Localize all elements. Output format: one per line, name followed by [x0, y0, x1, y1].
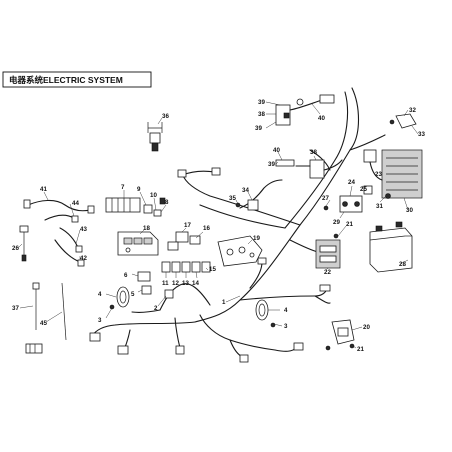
callout-17: 17: [184, 222, 191, 229]
callout-44: 44: [72, 200, 79, 207]
main-wiring-harness: [89, 87, 386, 363]
callout-12: 12: [172, 280, 179, 287]
part-26-sensor: [19, 225, 29, 262]
callout-21-upper: 21: [346, 221, 353, 228]
part-36-connector: [147, 122, 163, 152]
callout-11: 11: [162, 280, 169, 287]
callout-7: 7: [121, 184, 125, 191]
callout-24: 24: [348, 179, 355, 186]
callout-14: 14: [192, 280, 199, 287]
callout-31: 31: [376, 203, 383, 210]
callout-23: 23: [375, 171, 382, 178]
callout-39-top: 39: [258, 99, 265, 106]
callout-34: 34: [242, 187, 249, 194]
callout-40-lower: 40: [273, 147, 280, 154]
callout-41: 41: [40, 186, 47, 193]
callout-36: 36: [162, 113, 169, 120]
left-horn: [116, 286, 130, 308]
callout-21-lower: 21: [357, 346, 364, 353]
callout-15: 15: [209, 266, 216, 273]
callout-4-right: 4: [284, 307, 288, 314]
right-horn: [255, 299, 269, 321]
part-20-bracket: [325, 319, 355, 351]
callout-20: 20: [363, 324, 370, 331]
part-30-regulator: [381, 149, 423, 199]
callout-3-left: 3: [98, 317, 102, 324]
part-19-mounting-plate: [217, 235, 263, 267]
part-37-cable: [25, 282, 67, 354]
callout-25: 25: [360, 186, 367, 193]
callout-10: 10: [150, 192, 157, 199]
callout-39-second: 39: [255, 125, 262, 132]
callout-35: 35: [229, 195, 236, 202]
callout-16: 16: [203, 225, 210, 232]
callout-6: 6: [124, 272, 128, 279]
title-block: 电器系统ELECTRIC SYSTEM: [2, 71, 152, 88]
callout-22: 22: [324, 269, 331, 276]
relays-11-16: [161, 231, 211, 273]
part-38-connector-lower: [275, 159, 343, 179]
callout-19: 19: [253, 235, 260, 242]
part-40-sensor-assembly: [275, 94, 335, 126]
callout-32: 32: [409, 107, 416, 114]
part-2-connector: [164, 289, 174, 299]
diagram-title: 电器系统ELECTRIC SYSTEM: [9, 75, 123, 85]
callout-26: 26: [12, 245, 19, 252]
callout-38-mid: 38: [310, 149, 317, 156]
part-23-connector: [363, 149, 383, 181]
callout-43: 43: [80, 226, 87, 233]
callout-30: 30: [406, 207, 413, 214]
callout-27: 27: [322, 195, 329, 202]
callout-39-lower: 39: [268, 161, 275, 168]
callout-28: 28: [399, 261, 406, 268]
part-6-connector: [137, 271, 152, 295]
starter-relay-24: [323, 185, 373, 213]
relay-fuse-block: [105, 197, 166, 217]
callout-2: 2: [154, 305, 158, 312]
part-22-control-module: [315, 233, 341, 269]
callout-37: 37: [12, 305, 19, 312]
callout-18: 18: [143, 225, 150, 232]
callout-45: 45: [40, 320, 47, 327]
callout-40-top: 40: [318, 115, 325, 122]
callout-4-left: 4: [98, 291, 102, 298]
callout-labels: 1 2 3 3 4 4 5 6 7 8 9 10 11 12 13 14 15 …: [12, 99, 425, 353]
callout-13: 13: [182, 280, 189, 287]
callout-9: 9: [137, 186, 141, 193]
callout-38-top: 38: [258, 111, 265, 118]
part-18-fuse-box: [117, 231, 159, 256]
callout-8: 8: [165, 199, 169, 206]
callout-5: 5: [131, 291, 135, 298]
bolts-3: [109, 304, 276, 328]
part-33-clamp: [389, 113, 417, 129]
callout-1: 1: [222, 299, 226, 306]
callout-42: 42: [80, 255, 87, 262]
left-side-cables: [23, 199, 95, 267]
callout-29: 29: [333, 219, 340, 226]
part-34-cable: [235, 179, 283, 211]
callout-3-right: 3: [284, 323, 288, 330]
callout-33: 33: [418, 131, 425, 138]
part-28-battery: [369, 221, 413, 273]
